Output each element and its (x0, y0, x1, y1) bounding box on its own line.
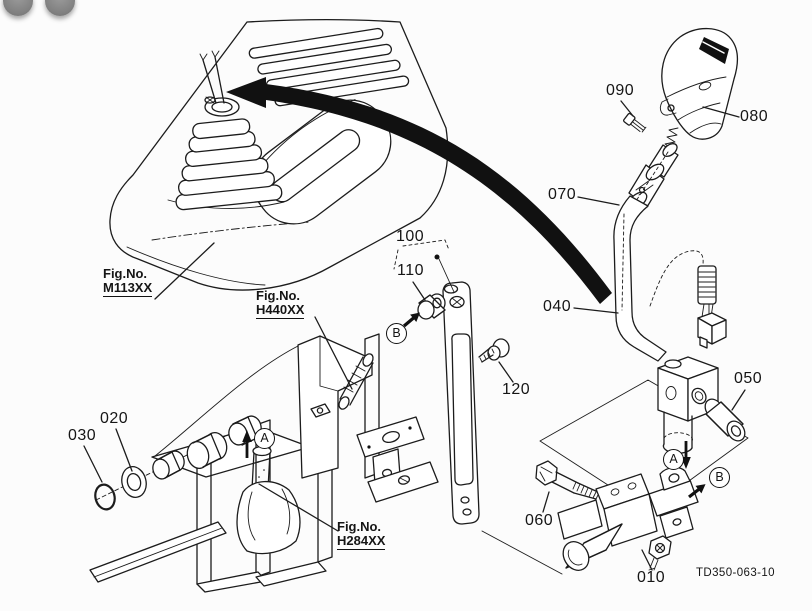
figure-ref-h284xx: Fig.No. H284XX (337, 519, 386, 550)
part-label-100: 100 (396, 228, 425, 245)
arrow-a-up (242, 430, 252, 458)
washers-020-030-drawing (94, 415, 262, 511)
view-marker-b-left: B (386, 323, 407, 344)
screw-120-drawing (478, 338, 510, 363)
view-marker-a-center: A (254, 428, 275, 449)
part-label-080: 080 (740, 108, 769, 125)
part-label-070: 070 (548, 186, 577, 203)
toolbar-circle-button-2[interactable] (45, 0, 75, 16)
console-vent-slats (248, 27, 410, 107)
bolt-060-drawing (535, 460, 600, 500)
part-label-010: 010 (637, 569, 666, 586)
part-label-030: 030 (68, 427, 97, 444)
bushing-050-drawing (704, 398, 746, 442)
part-label-110: 110 (397, 262, 425, 279)
arrow-b-left (402, 312, 421, 328)
bushing-110-drawing (417, 293, 446, 320)
console-boot-bellows (167, 50, 285, 211)
wire-coil (697, 265, 717, 305)
flat-lever-bar (89, 521, 227, 583)
wire-harness-drawing (649, 250, 727, 349)
callout-100-dashed (393, 239, 450, 270)
view-marker-a-right: A (663, 449, 684, 470)
figure-ref-prefix: Fig.No. (256, 288, 301, 303)
toolbar-circle-button-1[interactable] (3, 0, 33, 16)
part-label-120: 120 (502, 381, 531, 398)
drawing-number: TD350-063-10 (696, 567, 775, 579)
figure-ref-code: M113XX (103, 280, 153, 297)
part-label-090: 090 (606, 82, 635, 99)
part-label-040: 040 (543, 298, 572, 315)
arrow-b-right (688, 484, 706, 499)
frame-assembly-drawing (89, 333, 439, 593)
connector-drawing (697, 312, 727, 349)
pointer-arrow (226, 77, 612, 304)
screw-090-drawing (622, 112, 647, 133)
figure-ref-m113xx: Fig.No. M113XX (103, 266, 153, 297)
bracket-h440-drawing (297, 335, 374, 479)
part-label-060: 060 (525, 512, 554, 529)
figure-ref-code: H440XX (256, 302, 305, 319)
leader-lines (83, 100, 746, 571)
console-drawing (109, 19, 449, 457)
lever-grip-080-drawing (659, 27, 739, 140)
view-marker-b-right: B (709, 467, 730, 488)
figure-ref-prefix: Fig.No. (337, 519, 382, 534)
part-label-050: 050 (734, 370, 763, 387)
washer-020 (121, 466, 147, 498)
part-label-020: 020 (100, 410, 129, 427)
plate-100-drawing (393, 239, 480, 525)
figure-ref-prefix: Fig.No. (103, 266, 148, 281)
figure-ref-h440xx: Fig.No. H440XX (256, 288, 305, 319)
lever-rod-040-drawing (613, 195, 667, 362)
joint-070-drawing (628, 143, 679, 209)
figure-ref-code: H284XX (337, 533, 386, 550)
snap-ring-030 (94, 483, 116, 511)
